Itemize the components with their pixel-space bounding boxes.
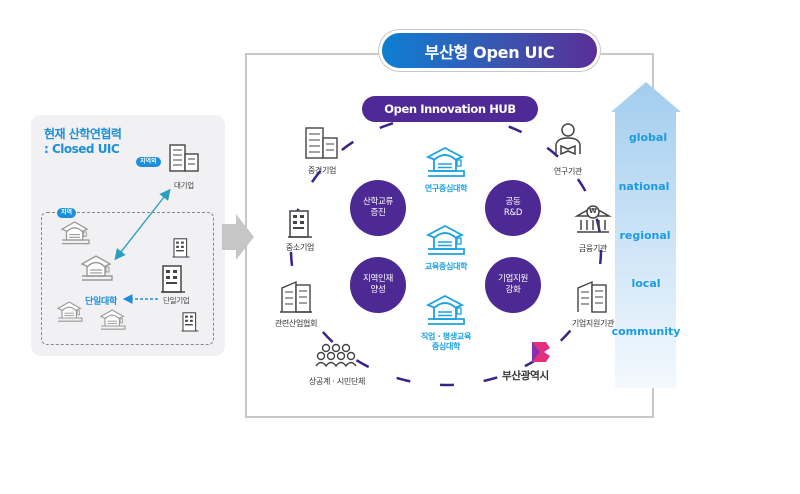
scale-level-national: national [618,180,670,193]
circle-text-line1: 지역인재 [362,274,394,284]
closed-uic-title-line2: : Closed UIC [44,142,120,156]
mid-sized-company-label: 중견기업 [307,166,337,175]
region-badge: 지역 [57,208,77,218]
uni-label-line1: 교육중심대학 [424,262,468,271]
mid-sized-company-icon [305,127,338,159]
research-institute-icon [555,123,581,156]
closed-uic-title-line1: 현재 산학연협력 [44,127,122,141]
civic-groups-label: 상공계 · 시민단체 [308,377,366,386]
scale-up-arrow [611,82,681,388]
busan-city-logo-icon [532,342,550,362]
collaboration-arrow [114,188,171,261]
research-institute-label: 연구기관 [553,167,583,176]
research-university-label: 연구중심대학 [424,184,468,194]
uni-label-line1: 연구중심대학 [424,184,468,193]
education-university-icon [427,225,465,255]
hub-connection-ring [289,113,603,387]
education-university-label: 교육중심대학 [424,262,468,272]
financial-institution-icon [574,205,612,233]
financial-institution-label: 금융기관 [578,244,608,253]
open-innovation-hub-label: Open Innovation HUB [362,96,538,122]
industry-association-icon [280,280,312,313]
industry-association-label: 관련산업협회 [274,319,318,328]
busan-city-label: 부산광역시 [502,370,549,382]
research-university-icon [427,147,465,177]
scale-level-local: local [631,277,661,290]
circle-text-line1: 공동 [505,197,521,207]
circle-text-line1: 산학교류 [362,197,394,207]
large-company-icon [169,144,199,172]
circle-text-line1: 기업지원 [497,274,529,284]
large-company-label: 대기업 [174,181,194,190]
transition-arrow [222,214,254,260]
small-company-label: 중소기업 [285,243,315,252]
single-company-label: 단일기업 [163,296,190,305]
scale-level-community: community [611,325,681,338]
region-boundary [41,212,214,345]
uni-label-line2: 중심대학 [431,342,461,351]
vocational-university-icon [427,295,465,325]
vocational-university-label: 직업 · 평생교육 중심대학 [421,332,471,352]
business-support-agency-label: 기업지원기관 [571,319,615,328]
single-university-label: 단일대학 [85,297,117,307]
outside-region-badge: 지역외 [136,157,161,167]
scale-level-regional: regional [619,229,671,242]
scale-level-global: global [628,131,668,144]
closed-uic-title: 현재 산학연협력 : Closed UIC [44,127,122,157]
civic-groups-icon [315,343,357,368]
uni-label-line1: 직업 · 평생교육 [420,332,472,341]
business-support-agency-icon [577,280,607,313]
circle-text-line2: 양성 [370,285,386,295]
won-symbol: ₩ [589,207,597,215]
main-title: 부산형 Open UIC [382,33,597,68]
circle-text-line2: 증진 [370,208,386,218]
small-company-icon [287,210,313,238]
circle-text-line2: 강화 [505,285,521,295]
circle-text-line2: R&D [503,208,523,218]
